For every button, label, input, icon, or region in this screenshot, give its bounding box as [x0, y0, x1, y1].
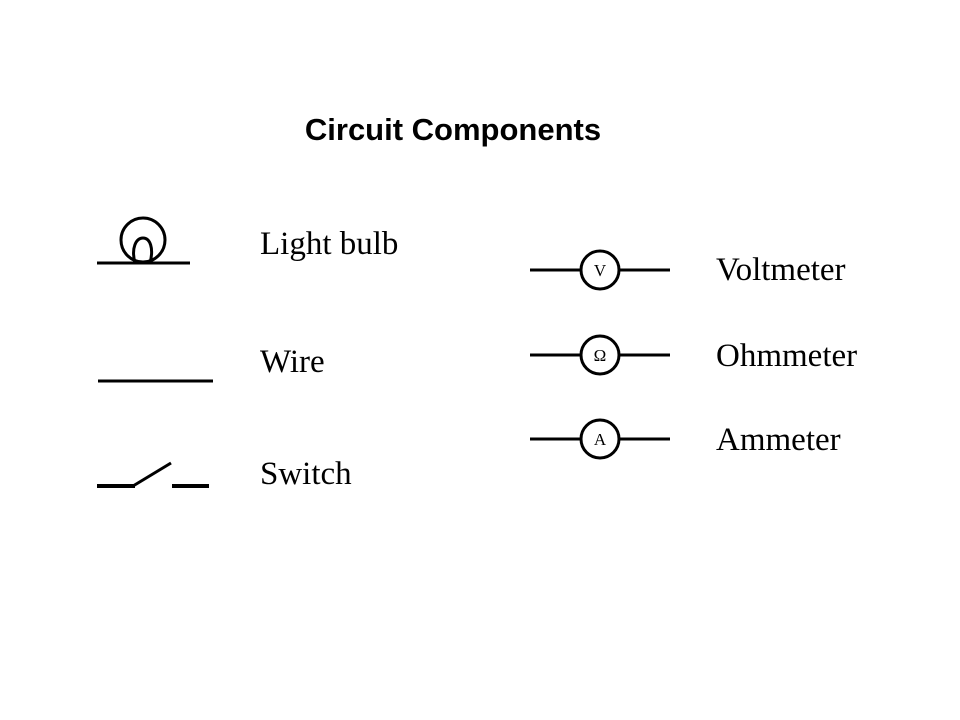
- light-bulb-label: Light bulb: [260, 226, 399, 262]
- light-bulb-symbol: [97, 216, 190, 265]
- ammeter-label: Ammeter: [716, 422, 841, 458]
- voltmeter-label: Voltmeter: [716, 252, 846, 288]
- switch-symbol: [97, 461, 209, 488]
- page-title: Circuit Components: [304, 112, 602, 147]
- ohmmeter-symbol: Ω: [530, 334, 670, 376]
- ohmmeter-label: Ohmmeter: [716, 338, 858, 374]
- ohmmeter-letter: Ω: [594, 346, 607, 365]
- wire-label: Wire: [260, 344, 325, 380]
- voltmeter-letter: V: [594, 261, 607, 280]
- ammeter-letter: A: [594, 430, 607, 449]
- voltmeter-symbol: V: [530, 249, 670, 291]
- switch-label: Switch: [260, 456, 352, 492]
- ammeter-symbol: A: [530, 418, 670, 460]
